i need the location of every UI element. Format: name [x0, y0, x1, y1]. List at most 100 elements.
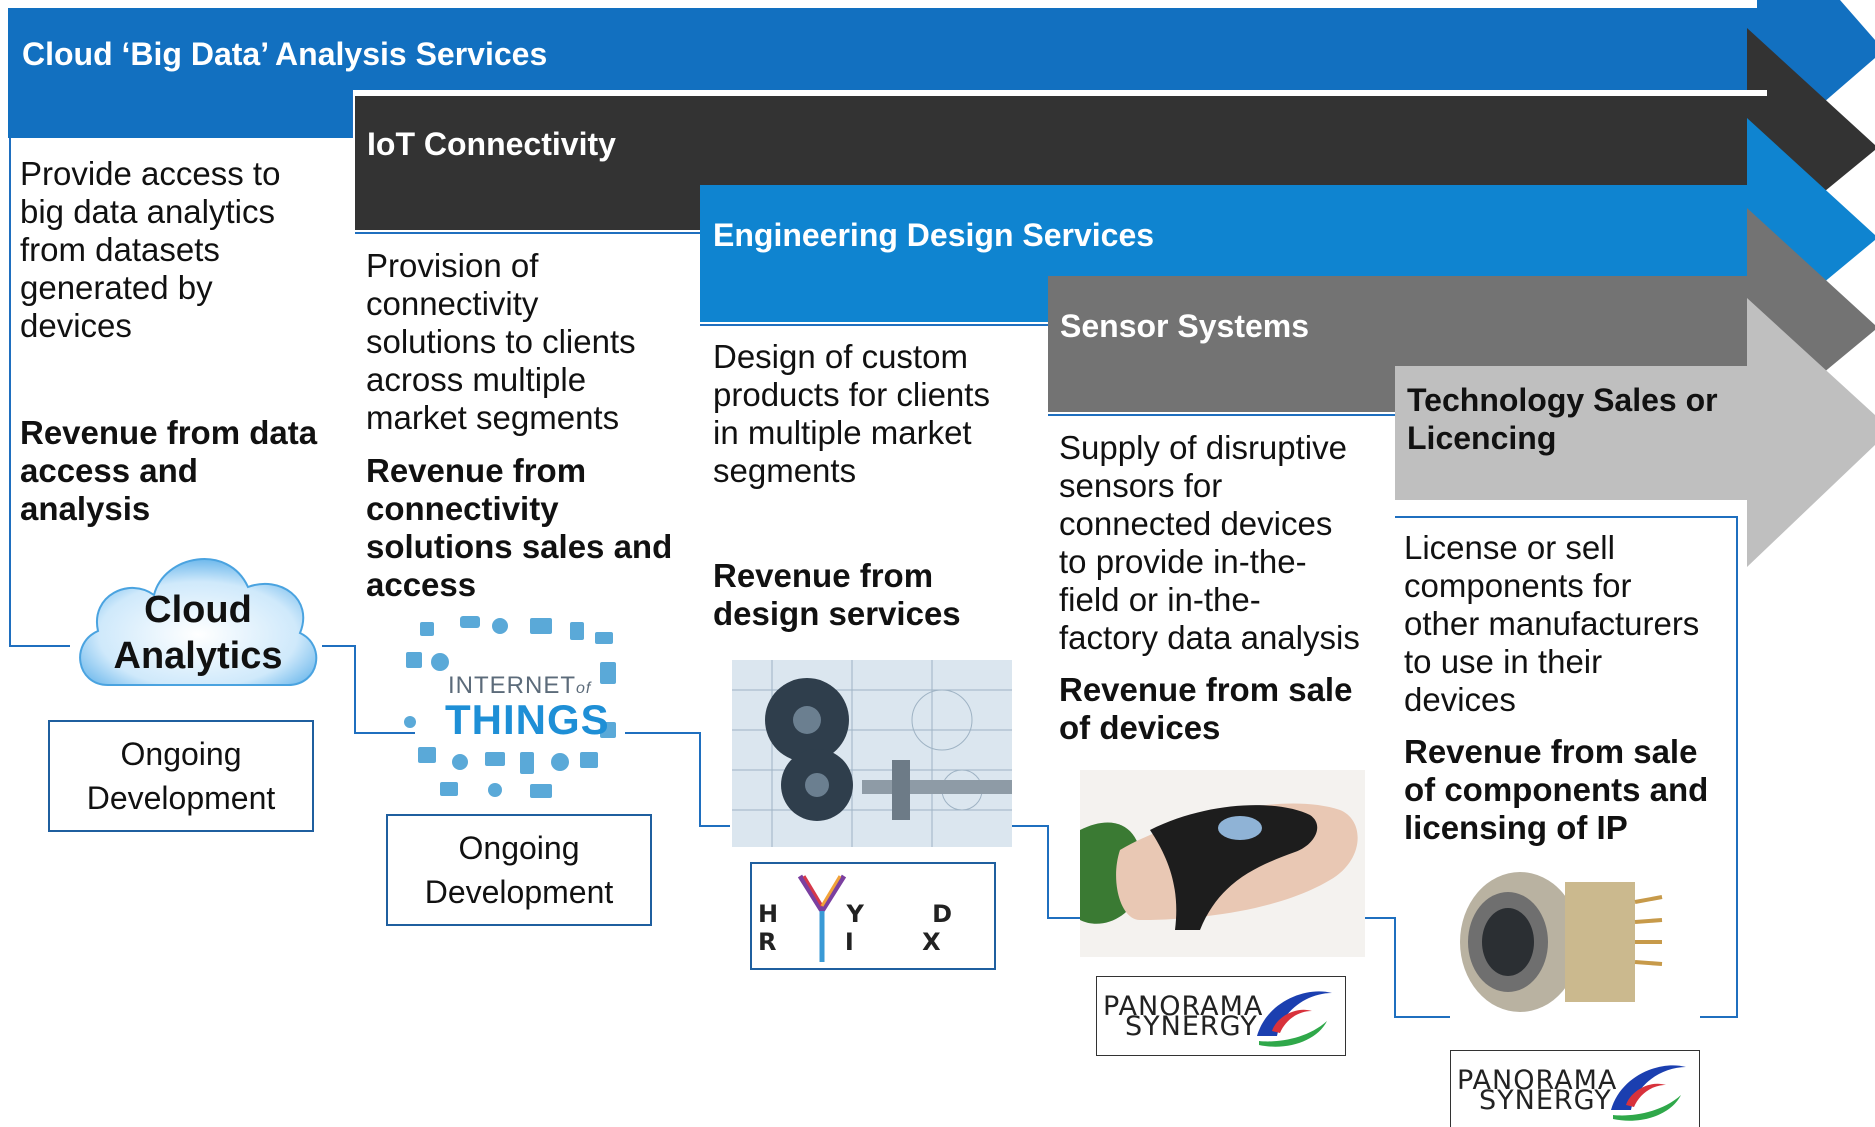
cloud-icon [79, 558, 318, 686]
band-title-technology: Technology Sales or Licencing [1407, 381, 1718, 457]
band-arrow-cloud [8, 0, 1875, 160]
connector-line [1395, 516, 1738, 1018]
status-line: Ongoing [458, 830, 580, 866]
panorama-synergy-swoosh [1611, 1065, 1686, 1121]
revenue-line: Revenue from sale [1059, 671, 1353, 708]
connector-line [625, 732, 730, 827]
logo-line: PANORAMA [1457, 1065, 1618, 1096]
revenue-line: analysis [20, 490, 151, 527]
revenue-line: design services [713, 595, 961, 632]
description-engineering: Design of custom products for clients in… [713, 338, 990, 490]
iot-icon-cluster [404, 616, 616, 798]
panorama-synergy-logo: PANORAMA SYNERGY [1096, 976, 1346, 1056]
description-line: across multiple [366, 361, 587, 398]
description-line: products for clients [713, 376, 990, 413]
revenue-cloud: Revenue from data access and analysis [20, 414, 317, 528]
sensor-component-photo [1450, 862, 1665, 1027]
connector-line [1365, 917, 1450, 1018]
description-line: Provide access to [20, 155, 281, 192]
revenue-sensor: Revenue from sale of devices [1059, 671, 1352, 747]
iot-of-word: of [576, 680, 592, 697]
revenue-line: licensing of IP [1404, 809, 1628, 846]
hydrix-logo: H Y D R I X [750, 862, 996, 970]
revenue-technology: Revenue from sale of components and lice… [1404, 733, 1708, 847]
band-title-cloud: Cloud ‘Big Data’ Analysis Services [22, 36, 548, 72]
cloud-analytics-label: Cloud Analytics [88, 587, 308, 679]
description-line: to use in their [1404, 643, 1603, 680]
gears-blueprint-photo [732, 660, 1012, 847]
description-line: Provision of [366, 247, 539, 284]
revenue-line: Revenue from [366, 452, 587, 489]
description-line: connectivity [366, 285, 539, 322]
description-technology: License or sell components for other man… [1404, 529, 1699, 719]
revenue-line: Revenue from data [20, 414, 318, 451]
description-cloud: Provide access to big data analytics fro… [20, 155, 280, 345]
band-arrow-technology [1395, 298, 1875, 567]
description-line: sensors for [1059, 467, 1223, 504]
revenue-line: access [366, 566, 477, 603]
connector-line [9, 138, 70, 647]
description-line: market segments [366, 399, 620, 436]
description-line: other manufacturers [1404, 605, 1700, 642]
panorama-synergy-text: PANORAMA SYNERGY [1457, 1065, 1618, 1116]
band-arrow-engineering [700, 118, 1875, 346]
connector-line [1012, 825, 1080, 919]
hydrix-logo-mark [797, 874, 847, 962]
description-line: segments [713, 452, 857, 489]
band-arrow-iot [355, 28, 1875, 255]
description-line: solutions to clients [366, 323, 636, 360]
description-iot: Provision of connectivity solutions to c… [366, 247, 636, 437]
description-line: generated by [20, 269, 213, 306]
band-title-sensor: Sensor Systems [1060, 308, 1310, 344]
status-box-cloud: Ongoing Development [48, 720, 314, 832]
description-sensor: Supply of disruptive sensors for connect… [1059, 429, 1360, 657]
panorama-synergy-swoosh [1257, 991, 1332, 1047]
description-line: in multiple market [713, 414, 972, 451]
panorama-synergy-text: PANORAMA SYNERGY [1103, 991, 1264, 1042]
description-line: License or sell [1404, 529, 1615, 566]
description-line: Supply of disruptive [1059, 429, 1347, 466]
revenue-engineering: Revenue from design services [713, 557, 961, 633]
logo-line: SYNERGY [1479, 1085, 1612, 1116]
panorama-synergy-logo: PANORAMA SYNERGY [1450, 1050, 1700, 1127]
description-line: Design of custom [713, 338, 968, 375]
revenue-line: of devices [1059, 709, 1221, 746]
iot-internet-word: INTERNET [448, 672, 576, 699]
status-line: Development [424, 874, 614, 910]
description-line: big data analytics [20, 193, 275, 230]
description-line: field or in-the- [1059, 581, 1261, 618]
description-line: devices [1404, 681, 1516, 718]
revenue-line: Revenue from sale [1404, 733, 1698, 770]
iot-internet-text: INTERNETof [448, 672, 591, 700]
description-line: from datasets [20, 231, 220, 268]
cloud-label-line: Cloud [144, 589, 252, 631]
revenue-iot: Revenue from connectivity solutions sale… [366, 452, 672, 604]
status-line: Ongoing [120, 736, 242, 772]
status-box-iot: Ongoing Development [386, 814, 652, 926]
revenue-line: solutions sales and [366, 528, 673, 565]
description-line: components for [1404, 567, 1632, 604]
hydrix-logo-text: H Y D R I X [758, 900, 983, 956]
description-line: connected devices [1059, 505, 1333, 542]
internet-of-things-icon: INTERNETof THINGS [400, 612, 625, 804]
band-title-technology-line: Technology Sales or [1407, 382, 1718, 418]
status-line: Development [86, 780, 276, 816]
band-title-iot: IoT Connectivity [367, 126, 616, 162]
description-line: to provide in-the- [1059, 543, 1307, 580]
description-line: factory data analysis [1059, 619, 1360, 656]
logo-line: PANORAMA [1103, 991, 1264, 1022]
handheld-sensor-photo [1080, 770, 1365, 957]
revenue-line: access and [20, 452, 198, 489]
iot-things-text: THINGS [445, 696, 610, 743]
revenue-line: Revenue from [713, 557, 934, 594]
connector-line [322, 645, 415, 734]
band-arrow-sensor [1048, 208, 1875, 436]
cloud-label-line: Analytics [113, 635, 283, 677]
description-line: devices [20, 307, 132, 344]
revenue-line: of components and [1404, 771, 1709, 808]
logo-line: SYNERGY [1125, 1011, 1258, 1042]
band-title-engineering: Engineering Design Services [713, 217, 1155, 253]
band-title-technology-line: Licencing [1407, 420, 1557, 456]
revenue-line: connectivity [366, 490, 559, 527]
